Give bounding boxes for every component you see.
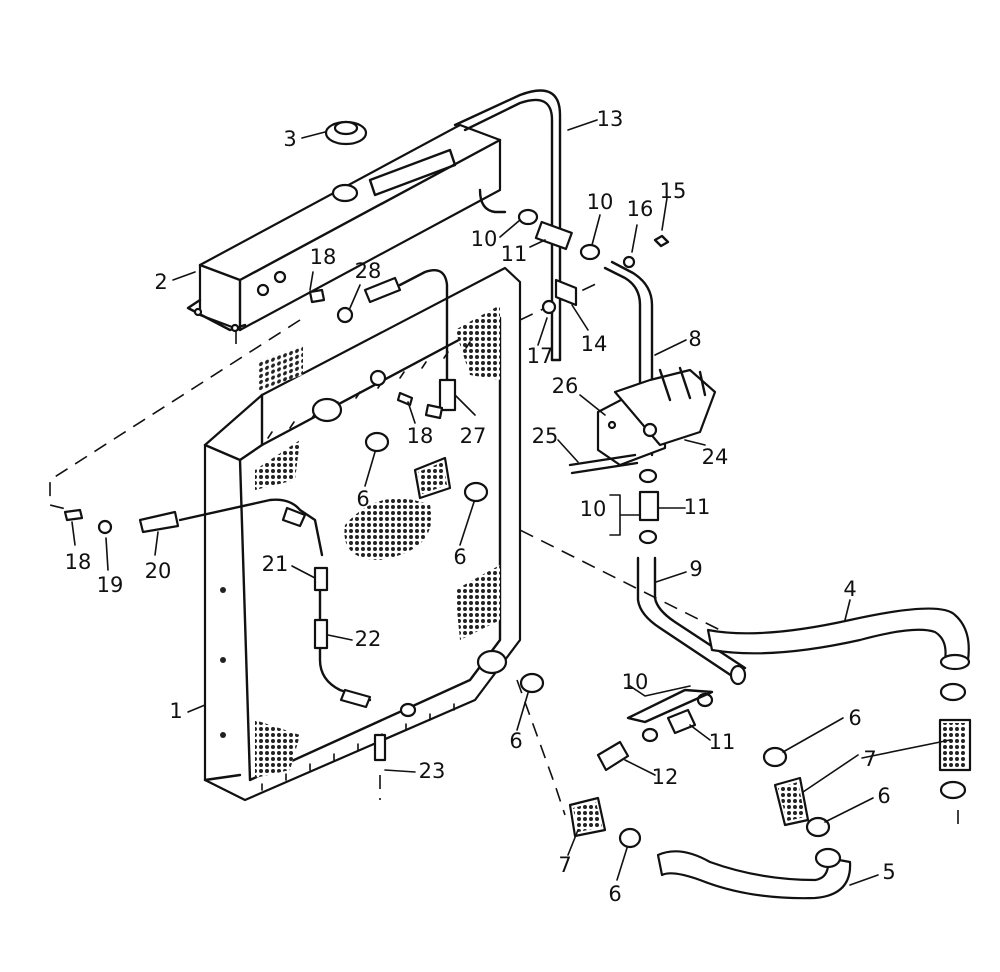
part-label-23: 23	[419, 759, 446, 783]
part-label-24: 24	[702, 445, 729, 469]
radiator-cap	[324, 120, 368, 146]
part-label-10c: 10	[580, 497, 607, 521]
part-label-15: 15	[660, 179, 687, 203]
part-label-26: 26	[552, 374, 579, 398]
part-label-6a: 6	[356, 487, 369, 511]
part-label-27: 27	[460, 424, 487, 448]
part-labels: 1 2 3 4 5 6 6 6 6 6 6 7 7 7 8 9 10 10 10…	[65, 107, 896, 906]
part-label-11a: 11	[501, 242, 528, 266]
part-label-6d: 6	[608, 882, 621, 906]
part-label-3: 3	[283, 127, 296, 151]
part-label-18c: 18	[407, 424, 434, 448]
lower-radiator-hose	[656, 847, 852, 900]
upper-pipe-and-bracket	[568, 260, 717, 475]
hose-clamps-and-sleeves	[364, 431, 972, 849]
part-label-5: 5	[882, 860, 895, 884]
part-label-7b: 7	[863, 747, 876, 771]
part-label-17: 17	[527, 344, 554, 368]
upper-hose-fittings	[517, 208, 601, 261]
upper-radiator-hose	[706, 607, 971, 671]
expansion-tank	[186, 123, 507, 333]
part-label-18a: 18	[65, 550, 92, 574]
part-label-16: 16	[627, 197, 654, 221]
leader-lines	[71, 119, 951, 886]
part-label-19: 19	[97, 573, 124, 597]
part-label-13: 13	[597, 107, 624, 131]
part-label-8: 8	[688, 327, 701, 351]
part-label-21: 21	[262, 552, 289, 576]
part-label-9: 9	[689, 557, 702, 581]
part-label-10d: 10	[622, 670, 649, 694]
part-label-6e: 6	[848, 706, 861, 730]
overflow-pipe	[453, 89, 562, 362]
drain-fitting-assembly	[596, 688, 714, 772]
part-label-12: 12	[652, 765, 679, 789]
part-label-10b: 10	[587, 190, 614, 214]
part-label-6f: 6	[877, 784, 890, 808]
part-label-18b: 18	[310, 245, 337, 269]
part-label-25: 25	[532, 424, 559, 448]
part-label-20: 20	[145, 559, 172, 583]
part-label-1: 1	[169, 699, 182, 723]
part-label-6c: 6	[509, 729, 522, 753]
part-label-11c: 11	[709, 730, 736, 754]
part-label-11b: 11	[684, 495, 711, 519]
part-label-4: 4	[843, 577, 856, 601]
sensor-line-assembly	[63, 268, 457, 762]
part-label-2: 2	[154, 270, 167, 294]
part-label-6b: 6	[453, 545, 466, 569]
radiator	[203, 266, 522, 802]
part-label-10a: 10	[471, 227, 498, 251]
part-label-14: 14	[581, 332, 608, 356]
part-label-22: 22	[355, 627, 382, 651]
bracket-and-fasteners	[541, 234, 670, 315]
assembly-dashed-lines	[49, 281, 959, 830]
lower-coupling	[636, 468, 747, 686]
part-label-28: 28	[355, 259, 382, 283]
part-label-7a: 7	[558, 853, 571, 877]
